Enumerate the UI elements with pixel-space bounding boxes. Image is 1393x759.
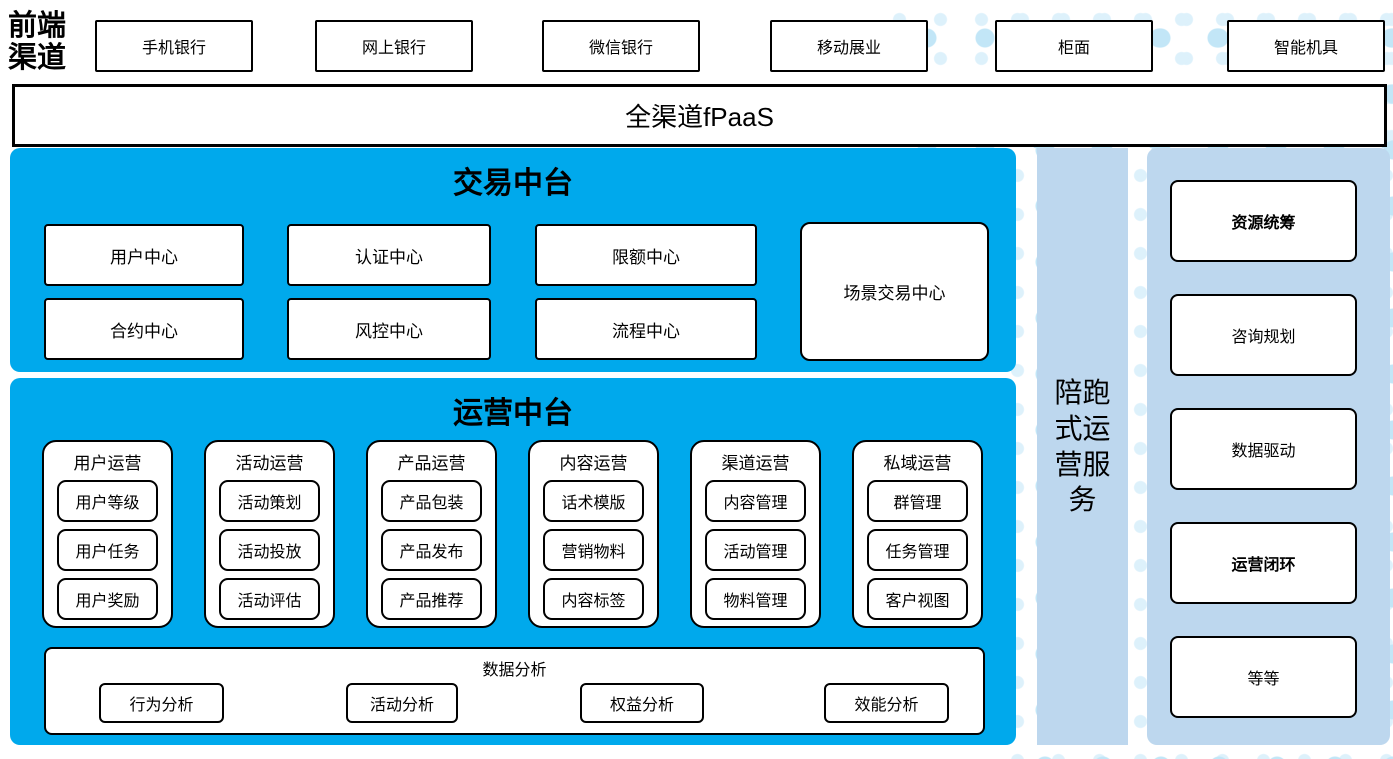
trade-platform-title: 交易中台 — [453, 167, 573, 200]
channel-box-mobile-business: 移动展业 — [770, 20, 928, 72]
group-private-domain-operations: 私域运营 群管理 任务管理 客户视图 — [852, 440, 983, 628]
analysis-item-behavior: 行为分析 — [99, 683, 224, 723]
analysis-item-rights: 权益分析 — [580, 683, 704, 723]
service-box-operations-loop: 运营闭环 — [1170, 522, 1357, 604]
services-panel: 资源统筹 咨询规划 数据驱动 运营闭环 等等 — [1147, 148, 1390, 745]
operations-platform-title: 运营中台 — [453, 397, 573, 430]
companion-service-label: 陪跑式运营服务 — [1054, 376, 1111, 516]
group-item: 话术模版 — [543, 480, 644, 522]
group-channel-operations: 渠道运营 内容管理 活动管理 物料管理 — [690, 440, 821, 628]
scene-trade-center-box: 场景交易中心 — [800, 222, 989, 361]
user-center-box: 用户中心 — [44, 224, 244, 286]
group-item: 用户等级 — [57, 480, 158, 522]
auth-center-box: 认证中心 — [287, 224, 491, 286]
analysis-item-activity: 活动分析 — [346, 683, 458, 723]
service-box-resource-coordination: 资源统筹 — [1170, 180, 1357, 262]
companion-service-bar: 陪跑式运营服务 — [1037, 148, 1128, 745]
risk-center-box: 风控中心 — [287, 298, 491, 360]
service-box-etc: 等等 — [1170, 636, 1357, 718]
group-item: 产品推荐 — [381, 578, 482, 620]
group-item: 客户视图 — [867, 578, 968, 620]
group-item: 活动管理 — [705, 529, 806, 571]
group-activity-operations: 活动运营 活动策划 活动投放 活动评估 — [204, 440, 335, 628]
group-title: 内容运营 — [559, 454, 628, 473]
process-center-box: 流程中心 — [535, 298, 757, 360]
data-analysis-title: 数据分析 — [482, 662, 547, 679]
analysis-item-efficiency: 效能分析 — [824, 683, 949, 723]
group-item: 产品包装 — [381, 480, 482, 522]
group-title: 私域运营 — [883, 454, 952, 473]
trade-platform-panel: 交易中台 用户中心 认证中心 限额中心 合约中心 风控中心 流程中心 场景交易中… — [10, 148, 1016, 372]
data-analysis-panel: 数据分析 行为分析 活动分析 权益分析 效能分析 — [44, 647, 985, 735]
group-item: 用户奖励 — [57, 578, 158, 620]
group-title: 活动运营 — [235, 454, 304, 473]
group-item: 任务管理 — [867, 529, 968, 571]
group-item: 营销物料 — [543, 529, 644, 571]
frontend-channels-label: 前端渠道 — [7, 10, 66, 75]
group-item: 内容管理 — [705, 480, 806, 522]
channel-box-online-banking: 网上银行 — [315, 20, 473, 72]
group-product-operations: 产品运营 产品包装 产品发布 产品推荐 — [366, 440, 497, 628]
group-item: 活动评估 — [219, 578, 320, 620]
operations-platform-panel: 运营中台 用户运营 用户等级 用户任务 用户奖励 活动运营 活动策划 活动投放 … — [10, 378, 1016, 745]
channel-box-counter: 柜面 — [995, 20, 1153, 72]
group-item: 用户任务 — [57, 529, 158, 571]
channel-box-smart-machines: 智能机具 — [1227, 20, 1385, 72]
channel-box-wechat-banking: 微信银行 — [542, 20, 700, 72]
service-box-data-driven: 数据驱动 — [1170, 408, 1357, 490]
group-item: 内容标签 — [543, 578, 644, 620]
fpaas-bar: 全渠道fPaaS — [12, 84, 1387, 147]
group-title: 用户运营 — [73, 454, 142, 473]
contract-center-box: 合约中心 — [44, 298, 244, 360]
limit-center-box: 限额中心 — [535, 224, 757, 286]
group-item: 群管理 — [867, 480, 968, 522]
group-content-operations: 内容运营 话术模版 营销物料 内容标签 — [528, 440, 659, 628]
service-box-consulting-planning: 咨询规划 — [1170, 294, 1357, 376]
group-item: 产品发布 — [381, 529, 482, 571]
group-item: 活动策划 — [219, 480, 320, 522]
group-item: 物料管理 — [705, 578, 806, 620]
group-title: 产品运营 — [397, 454, 466, 473]
group-user-operations: 用户运营 用户等级 用户任务 用户奖励 — [42, 440, 173, 628]
group-title: 渠道运营 — [721, 454, 790, 473]
group-item: 活动投放 — [219, 529, 320, 571]
channel-box-mobile-banking: 手机银行 — [95, 20, 253, 72]
